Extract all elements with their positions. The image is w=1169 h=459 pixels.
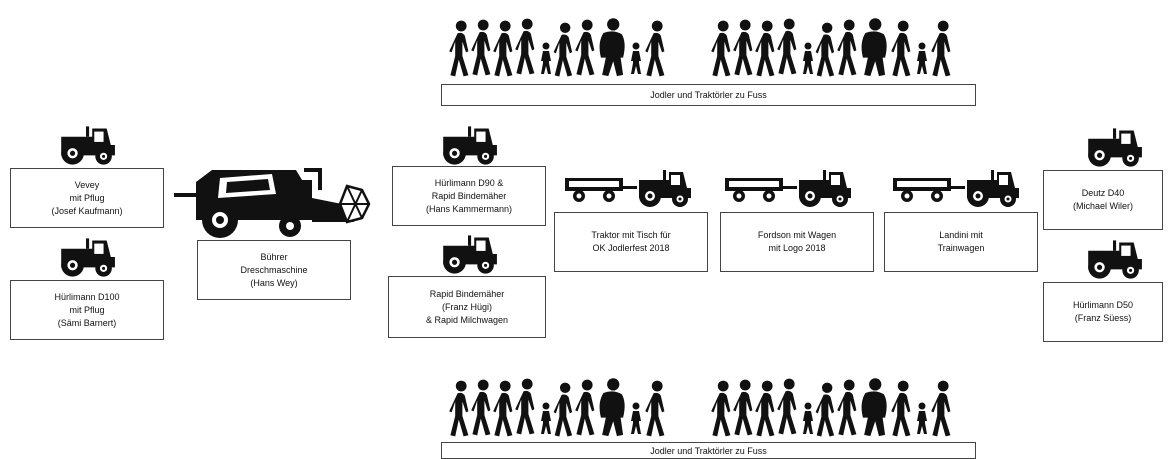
unit-d50-line-1: Hürlimann D50 xyxy=(1072,300,1134,310)
unit-deutz-line-2: (Michael Wiler) xyxy=(1072,201,1133,211)
unit-tisch-line-1: Traktor mit Tisch für xyxy=(591,230,671,240)
unit-vevey-line-3: (Josef Kaufmann) xyxy=(51,205,123,216)
crowd-top-banner: Jodler und Traktörler zu Fuss xyxy=(441,84,976,106)
unit-d100-line-1: Hürlimann D100 xyxy=(54,291,120,302)
unit-tisch: Traktor mit Tisch für OK Jodlerfest 2018 xyxy=(554,212,708,272)
unit-d100-line-2: mit Pflug xyxy=(69,304,105,315)
unit-deutz: Deutz D40 (Michael Wiler) xyxy=(1043,170,1163,230)
unit-combine-line-3: (Hans Wey) xyxy=(250,277,298,288)
unit-rapid-line-1: Rapid Bindemäher xyxy=(429,288,505,299)
unit-d90: Hürlimann D90 & Rapid Bindemäher (Hans K… xyxy=(392,166,546,226)
unit-deutz-line-1: Deutz D40 xyxy=(1081,188,1125,198)
tractor-icon xyxy=(1088,240,1142,279)
crowd-top xyxy=(448,12,973,82)
tractor-with-trailer-icon xyxy=(723,168,853,208)
unit-fordson-line-1: Fordson mit Wagen xyxy=(757,230,837,240)
tractor-icon xyxy=(443,235,497,274)
crowd-top-label: Jodler und Traktörler zu Fuss xyxy=(650,90,767,100)
tractor-with-trailer-icon xyxy=(891,168,1021,208)
unit-d50: Hürlimann D50 (Franz Süess) xyxy=(1043,282,1163,342)
unit-combine-line-1: Bührer xyxy=(260,251,288,262)
unit-landini: Landini mit Trainwagen xyxy=(884,212,1038,272)
crowd-bottom-label: Jodler und Traktörler zu Fuss xyxy=(650,445,767,456)
unit-landini-line-1: Landini mit xyxy=(939,230,983,240)
unit-rapid: Rapid Bindemäher (Franz Hügi) & Rapid Mi… xyxy=(388,276,546,338)
unit-d100: Hürlimann D100 mit Pflug (Sämi Barnert) xyxy=(10,280,164,340)
unit-d90-line-3: (Hans Kammermann) xyxy=(425,203,513,214)
walking-people-icon xyxy=(449,18,951,77)
walking-people-icon xyxy=(449,378,951,437)
unit-d90-line-1: Hürlimann D90 & xyxy=(434,177,504,188)
tractor-icon xyxy=(61,126,115,165)
unit-vevey-line-1: Vevey xyxy=(74,179,100,190)
tractor-icon xyxy=(443,126,497,165)
unit-fordson-line-2: mit Logo 2018 xyxy=(768,243,826,253)
unit-vevey-line-2: mit Pflug xyxy=(69,192,105,203)
unit-combine-line-2: Dreschmaschine xyxy=(240,264,308,275)
tractor-icon xyxy=(61,238,115,277)
tractor-with-trailer-icon xyxy=(563,168,693,208)
unit-rapid-line-2: (Franz Hügi) xyxy=(441,301,492,312)
unit-d100-line-3: (Sämi Barnert) xyxy=(57,317,117,328)
unit-fordson: Fordson mit Wagen mit Logo 2018 xyxy=(720,212,874,272)
tractor-icon xyxy=(1088,128,1142,167)
unit-rapid-line-3: & Rapid Milchwagen xyxy=(425,314,509,325)
crowd-bottom-banner: Jodler und Traktörler zu Fuss xyxy=(441,442,976,459)
unit-d50-line-2: (Franz Süess) xyxy=(1074,313,1132,323)
unit-combine: Bührer Dreschmaschine (Hans Wey) xyxy=(197,240,351,300)
unit-tisch-line-2: OK Jodlerfest 2018 xyxy=(592,243,670,253)
combine-harvester-icon xyxy=(174,168,371,238)
unit-vevey: Vevey mit Pflug (Josef Kaufmann) xyxy=(10,168,164,228)
crowd-bottom xyxy=(448,372,973,442)
unit-d90-line-2: Rapid Bindemäher xyxy=(431,190,507,201)
unit-landini-line-2: Trainwagen xyxy=(937,243,985,253)
